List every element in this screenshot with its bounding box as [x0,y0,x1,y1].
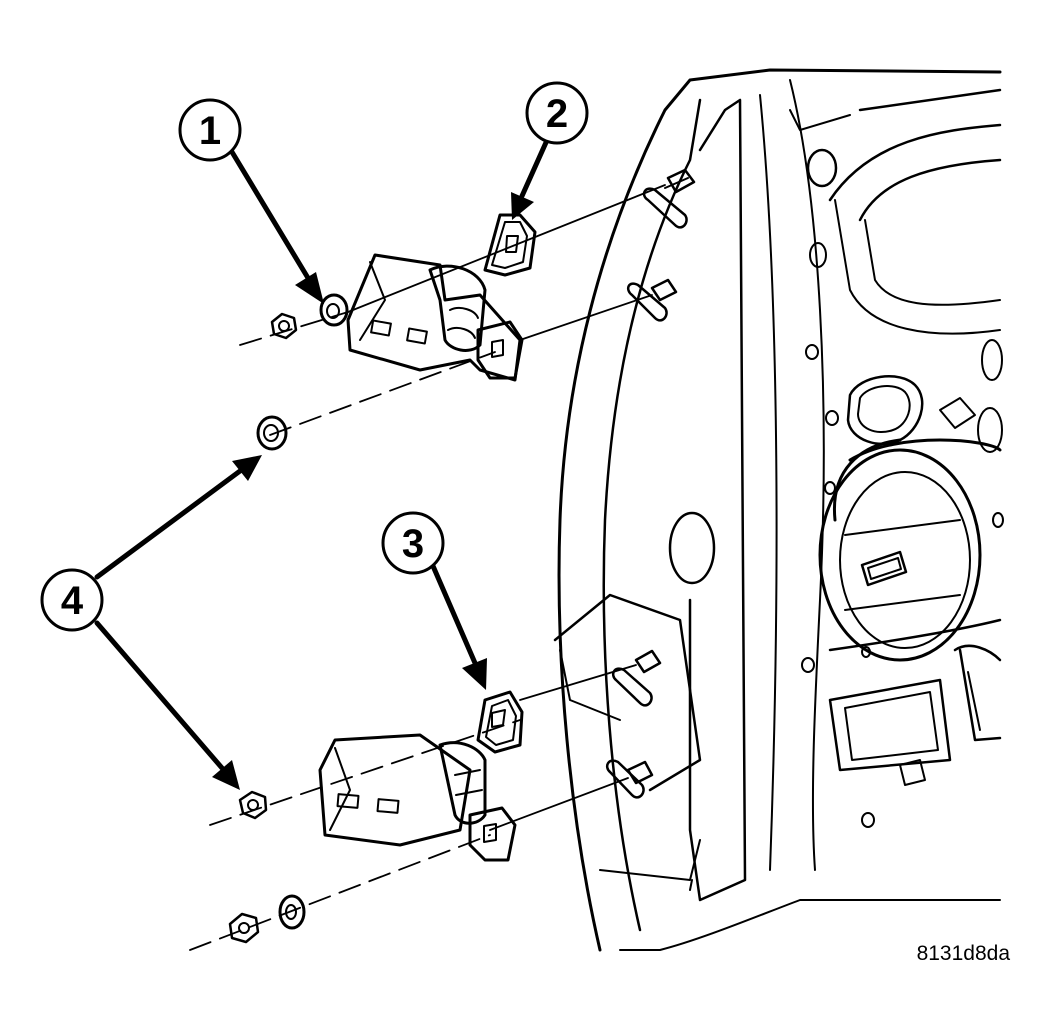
arrowhead [462,658,487,690]
callout-4: 4 [40,568,104,632]
nut [256,415,288,451]
callout-1: 1 [178,98,242,162]
callout-number: 1 [199,109,221,153]
nut [270,312,298,340]
washer [319,293,349,327]
arrowhead [511,192,534,220]
bolt [664,168,696,194]
callout-3: 3 [381,511,445,575]
arrowhead [232,455,262,481]
callout-number: 2 [546,92,568,136]
bolt [626,760,654,785]
alignment-lines [189,184,666,951]
arrowhead [212,760,240,790]
figure-reference: 8131d8da [917,942,1011,965]
arrowhead [295,272,324,304]
callout-2: 2 [525,81,589,145]
washer [278,894,306,930]
bolt [650,278,678,302]
callout-number: 3 [402,522,424,566]
nut [228,912,260,944]
bolt [634,649,662,674]
lower-hinge [318,690,524,862]
leader-arrows [94,135,551,790]
upper-hinge [346,213,537,382]
nut [238,790,268,820]
door-inner-panel [553,68,1004,952]
callout-number: 4 [61,579,84,623]
